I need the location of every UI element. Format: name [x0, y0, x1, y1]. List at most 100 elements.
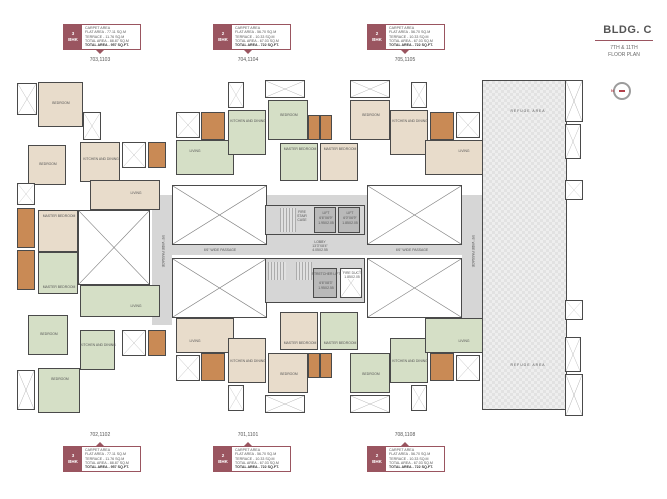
service-duct: [228, 82, 244, 108]
lift-2: LIFT 6'0"X6'9" 1.85X2.05: [338, 207, 360, 233]
open-void: [172, 258, 267, 318]
passage-label: 6'6" WIDE PASSAGE: [203, 248, 237, 252]
master-bedroom: MASTER BEDROOM: [280, 143, 318, 181]
service-duct: [565, 300, 583, 320]
pointer-arrow: [96, 442, 104, 446]
unit-number: 702,1102: [89, 432, 111, 438]
bedroom: BEDROOM: [350, 100, 390, 140]
bedroom: BEDROOM: [268, 100, 308, 140]
bedroom: BEDROOM: [28, 315, 68, 355]
terrace: [320, 353, 332, 378]
pointer-arrow: [244, 442, 252, 446]
service-duct: [350, 395, 390, 413]
fire-duct: FIRE DUCT 1.85X2.05: [340, 268, 362, 298]
refuge-area: REFUGE AREA REFUGE AREA: [482, 80, 567, 410]
terrace: [430, 112, 454, 140]
bedroom: BEDROOM: [38, 368, 80, 413]
master-bedroom: MASTER BEDROOM: [320, 143, 358, 181]
service-duct: [228, 385, 244, 411]
service-duct: [265, 395, 305, 413]
compass-icon: N: [611, 82, 631, 100]
service-duct: [565, 80, 583, 122]
service-duct: [565, 374, 583, 416]
floor-plan-subtitle: 7TH & 11TH FLOOR PLAN: [595, 45, 653, 58]
service-duct: [176, 112, 200, 138]
terrace: [201, 353, 225, 381]
title-divider: [595, 40, 653, 41]
fire-stair-label: FIRE STAIR CASE: [297, 210, 307, 222]
staircase: [268, 262, 286, 280]
lobby-label: LOBBY: [314, 240, 326, 244]
kitchen-dining: KITCHEN AND DINING: [390, 338, 428, 383]
passage-label: 5'6" WIDE PASSAGE: [471, 235, 475, 268]
terrace: [17, 208, 35, 248]
lobby-dim: 13'3"X8'4": [312, 244, 328, 248]
pointer-arrow: [96, 50, 104, 54]
living: LIVING: [176, 140, 234, 175]
kitchen-dining: KITCHEN AND DINING: [80, 142, 120, 182]
service-duct: [456, 112, 480, 138]
master-bedroom: MASTER BEDROOM: [38, 252, 78, 294]
kitchen-dining: KITCHEN AND DINING: [228, 338, 266, 383]
terrace: [308, 353, 320, 378]
living: LIVING: [90, 180, 160, 210]
living: LIVING: [80, 285, 160, 317]
unit-number: 703,1103: [89, 57, 111, 63]
unit-number: 708,1108: [394, 432, 416, 438]
open-void: [367, 185, 462, 245]
service-duct: [122, 142, 146, 168]
kitchen-dining: KITCHEN AND DINING: [228, 110, 266, 155]
bedroom: BEDROOM: [350, 353, 390, 393]
terrace: [17, 250, 35, 290]
service-duct: [565, 180, 583, 200]
terrace: [308, 115, 320, 140]
service-duct: [17, 83, 37, 115]
master-bedroom: MASTER BEDROOM: [320, 312, 358, 350]
service-duct: [411, 82, 427, 108]
service-duct: [265, 80, 305, 98]
service-duct: [411, 385, 427, 411]
service-duct: [176, 355, 200, 381]
bedroom: BEDROOM: [268, 353, 308, 393]
terrace: [320, 115, 332, 140]
living: LIVING: [425, 140, 483, 175]
unit-number: 701,1101: [237, 432, 259, 438]
passage-right: [462, 195, 482, 325]
living: LIVING: [425, 318, 483, 353]
master-bedroom: MASTER BEDROOM: [38, 210, 78, 252]
stretcher-lift: STRETCHER LIFT 6'6"X8'3" 1.95X2.55: [312, 268, 340, 298]
lift-1: LIFT 6'6"X6'9" 1.95X2.05: [314, 207, 336, 233]
kitchen-dining: KITCHEN AND DINING: [390, 110, 428, 155]
unit-number: 705,1105: [394, 57, 416, 63]
service-duct: [350, 80, 390, 98]
master-bedroom: MASTER BEDROOM: [280, 312, 318, 350]
bedroom: BEDROOM: [28, 145, 66, 185]
plan-label: FLOOR PLAN: [608, 51, 640, 58]
terrace: [148, 142, 166, 168]
pointer-arrow: [244, 50, 252, 54]
service-duct: [122, 330, 146, 356]
building-title: BLDG. C: [603, 24, 652, 36]
staircase: [296, 262, 312, 280]
passage-label: 5'6" WIDE PASSAGE: [161, 235, 165, 268]
service-duct: [83, 112, 101, 140]
terrace: [430, 353, 454, 381]
living: LIVING: [176, 318, 234, 353]
terrace: [201, 112, 225, 140]
service-duct: [456, 355, 480, 381]
bedroom: BEDROOM: [38, 82, 83, 127]
passage-label: 6'6" WIDE PASSAGE: [395, 248, 429, 252]
kitchen-dining: KITCHEN AND DINING: [80, 330, 116, 370]
lobby-dim: 4.05X2.55: [312, 248, 328, 252]
service-duct: [565, 124, 581, 159]
open-void: [78, 210, 150, 285]
floors-label: 7TH & 11TH: [610, 45, 638, 51]
open-void: [367, 258, 462, 318]
service-duct: [17, 370, 35, 410]
pointer-arrow: [401, 50, 409, 54]
